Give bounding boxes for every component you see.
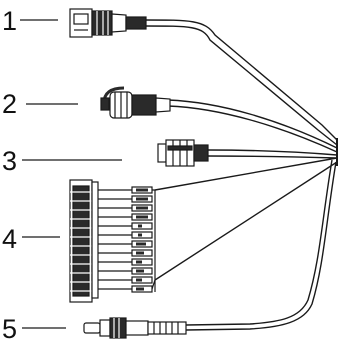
- cable-audio: [185, 159, 333, 326]
- cable-rs485: [207, 149, 338, 156]
- network-connector-icon: [69, 8, 147, 38]
- power-boot: [131, 94, 157, 116]
- audio-plug-tip: [83, 322, 101, 334]
- rs485-terminal-icon: [157, 139, 209, 167]
- rj45-socket: [69, 8, 93, 38]
- callout-4-number: 4: [2, 224, 17, 254]
- rj45-body: [111, 13, 127, 33]
- cable-rs485-inner: [207, 155, 338, 159]
- cable-audio-inner: [185, 161, 337, 331]
- callout-2-number: 2: [2, 89, 17, 119]
- cable-network-inner: [144, 25, 338, 146]
- cable-power-inner: [167, 105, 338, 153]
- cable-io-1: [154, 157, 338, 191]
- power-connector-icon: [100, 86, 171, 119]
- terminal-wires: [98, 186, 156, 293]
- alarm-io-terminal-block-icon: [69, 179, 156, 303]
- cable-power: [167, 99, 338, 149]
- rj45-boot: [125, 16, 147, 30]
- cable-network: [144, 19, 338, 141]
- rj45-opening: [73, 13, 89, 25]
- cable-bundle: [144, 19, 338, 331]
- audio-plug-grip: [109, 317, 127, 339]
- callout-1-number: 1: [2, 6, 17, 36]
- callout-5-number: 5: [2, 314, 17, 340]
- audio-plug-boot: [147, 321, 187, 335]
- cable-io-2: [154, 161, 338, 281]
- callout-3-number: 3: [2, 146, 17, 176]
- rs485-boot: [193, 144, 209, 162]
- rj45-ring: [91, 10, 113, 36]
- audio-jack-icon: [83, 317, 187, 339]
